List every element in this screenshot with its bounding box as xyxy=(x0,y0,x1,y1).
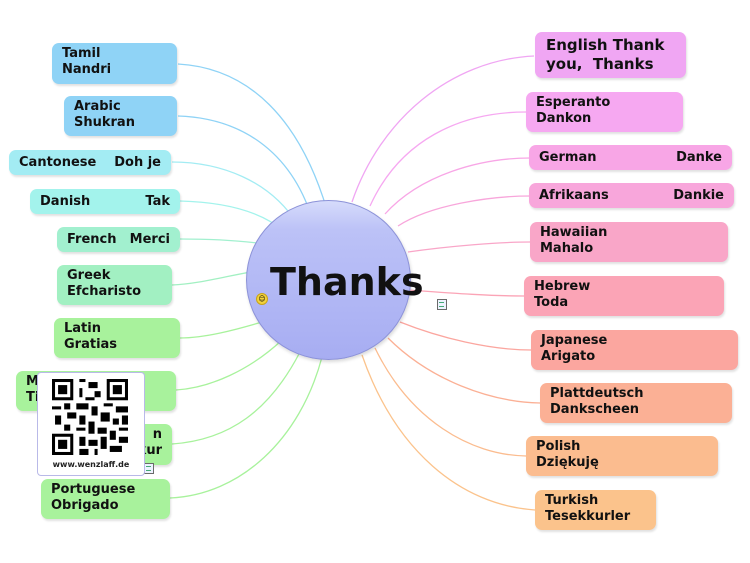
node-tamil-word: Nandri xyxy=(62,62,112,77)
node-polish[interactable]: Polish Dziękuję xyxy=(526,436,718,476)
node-french-language: French xyxy=(67,231,117,247)
note-icon[interactable] xyxy=(437,299,447,310)
smiley-icon: ☺ xyxy=(256,293,268,305)
node-tamil[interactable]: Tamil Nandri xyxy=(52,43,177,84)
note-icon[interactable] xyxy=(144,463,154,474)
node-latin-word: Gratias xyxy=(64,337,118,352)
link-tamil xyxy=(177,63,328,211)
link-esperanto xyxy=(369,111,527,207)
node-arabic[interactable]: Arabic Shukran xyxy=(64,96,177,136)
node-tamil-language: Tamil xyxy=(62,46,101,61)
link-hebrew xyxy=(407,289,525,297)
central-topic-title: Thanks xyxy=(270,260,424,304)
node-greek-language: Greek xyxy=(67,268,111,283)
link-maori xyxy=(175,339,283,391)
node-english-language: English Thank xyxy=(546,36,665,54)
node-cantonese-word: Doh je xyxy=(114,154,161,170)
node-greek[interactable]: Greek Efcharisto xyxy=(57,265,172,305)
node-plattdeutsch-word: Dankscheen xyxy=(550,402,640,417)
node-portuguese-language: Portuguese xyxy=(51,482,136,497)
node-hebrew-language: Hebrew xyxy=(534,279,591,294)
link-arabic xyxy=(177,115,313,219)
node-plattdeutsch-language: Plattdeutsch xyxy=(550,386,644,401)
node-hebrew[interactable]: Hebrew Toda xyxy=(524,276,724,316)
node-danish-word: Tak xyxy=(145,193,170,209)
link-portuguese xyxy=(169,356,323,499)
node-danish-language: Danish xyxy=(40,193,91,209)
node-partial-language: n xyxy=(152,427,162,442)
node-arabic-language: Arabic xyxy=(74,99,121,114)
node-danish[interactable]: Danish Tak xyxy=(30,189,180,214)
node-english-word: you, Thanks xyxy=(546,55,654,73)
qr-code-icon xyxy=(52,379,128,455)
node-hawaiian-language: Hawaiian xyxy=(540,225,608,240)
link-afrikaans xyxy=(397,195,531,227)
node-hawaiian-word: Mahalo xyxy=(540,241,594,256)
link-hawaiian xyxy=(407,241,531,253)
node-turkish[interactable]: Turkish Tesekkurler xyxy=(535,490,656,530)
node-japanese[interactable]: Japanese Arigato xyxy=(531,330,738,370)
qr-caption: www.wenzlaff.de xyxy=(52,460,130,469)
node-greek-word: Efcharisto xyxy=(67,284,142,299)
node-french-word: Merci xyxy=(129,231,170,247)
node-polish-language: Polish xyxy=(536,439,581,454)
link-japanese xyxy=(399,321,532,351)
node-plattdeutsch[interactable]: Plattdeutsch Dankscheen xyxy=(540,383,732,423)
node-latin[interactable]: Latin Gratias xyxy=(54,318,180,358)
node-german[interactable]: German Danke xyxy=(529,145,732,170)
node-hawaiian[interactable]: Hawaiian Mahalo xyxy=(530,222,728,262)
link-polish xyxy=(374,347,527,457)
node-afrikaans-language: Afrikaans xyxy=(539,187,609,203)
node-japanese-language: Japanese xyxy=(541,333,608,348)
node-esperanto-language: Esperanto xyxy=(536,95,611,110)
link-english xyxy=(351,55,535,203)
link-latin xyxy=(179,321,263,339)
link-turkish xyxy=(361,354,536,511)
node-afrikaans[interactable]: Afrikaans Dankie xyxy=(529,183,734,208)
node-german-word: Danke xyxy=(676,149,722,165)
node-hebrew-word: Toda xyxy=(534,295,569,310)
node-german-language: German xyxy=(539,149,597,165)
node-esperanto[interactable]: Esperanto Dankon xyxy=(526,92,683,132)
link-hidden xyxy=(171,351,301,445)
node-cantonese-language: Cantonese xyxy=(19,154,97,170)
node-portuguese[interactable]: Portuguese Obrigado xyxy=(41,479,170,519)
node-turkish-word: Tesekkurler xyxy=(545,509,631,524)
node-afrikaans-word: Dankie xyxy=(673,187,724,203)
link-plattdeutsch xyxy=(387,337,541,404)
qr-code[interactable]: www.wenzlaff.de xyxy=(37,372,145,476)
node-japanese-word: Arigato xyxy=(541,349,596,364)
node-cantonese[interactable]: Cantonese Doh je xyxy=(9,150,171,175)
node-arabic-word: Shukran xyxy=(74,115,135,130)
node-english[interactable]: English Thank you, Thanks xyxy=(535,32,686,78)
node-polish-word: Dziękuję xyxy=(536,455,599,470)
link-german xyxy=(384,157,531,215)
node-turkish-language: Turkish xyxy=(545,493,599,508)
node-french[interactable]: French Merci xyxy=(57,227,180,252)
node-esperanto-word: Dankon xyxy=(536,111,592,126)
node-latin-language: Latin xyxy=(64,321,101,336)
node-portuguese-word: Obrigado xyxy=(51,498,119,513)
central-topic[interactable] xyxy=(246,200,411,360)
